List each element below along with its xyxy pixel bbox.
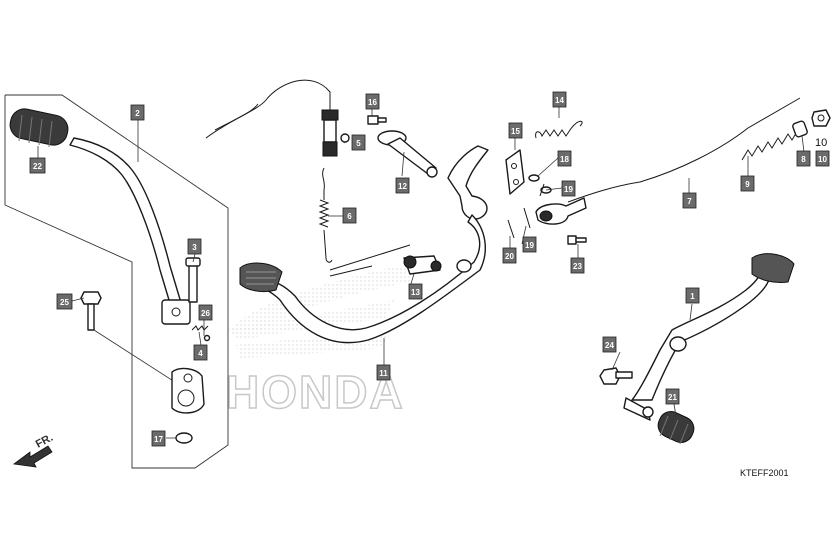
callout-12: 12 xyxy=(395,177,410,194)
svg-text:15: 15 xyxy=(511,127,520,136)
callout-13: 13 xyxy=(408,283,423,300)
svg-text:4: 4 xyxy=(198,349,203,358)
joint-8 xyxy=(792,120,808,138)
direction-label: FR. xyxy=(34,432,55,451)
nut-10 xyxy=(811,109,831,127)
callout-10: 10 xyxy=(815,150,830,167)
svg-text:19: 19 xyxy=(525,241,534,250)
joint-13 xyxy=(403,255,442,275)
svg-text:2: 2 xyxy=(135,109,140,118)
callout-14: 14 xyxy=(552,91,567,108)
spring-9 xyxy=(741,129,799,161)
callout-7: 7 xyxy=(682,192,697,209)
return-spring-6 xyxy=(318,167,333,263)
svg-text:19: 19 xyxy=(564,185,573,194)
svg-text:26: 26 xyxy=(201,309,210,318)
svg-text:3: 3 xyxy=(192,243,197,252)
svg-text:13: 13 xyxy=(411,288,420,297)
leader-25 xyxy=(93,329,179,385)
small-spring xyxy=(191,325,209,331)
callout-6: 6 xyxy=(342,207,357,224)
svg-text:24: 24 xyxy=(605,341,614,350)
callout-21: 21 xyxy=(665,388,680,405)
clip-17 xyxy=(175,432,193,444)
cotter-pin-19a xyxy=(539,183,545,197)
svg-text:18: 18 xyxy=(560,155,569,164)
svg-text:16: 16 xyxy=(368,98,377,107)
callout-23: 23 xyxy=(570,257,585,274)
brake-pedal-11 xyxy=(239,145,489,344)
left-assembly-frame xyxy=(4,94,229,469)
brake-rod-7 xyxy=(535,97,801,225)
svg-text:14: 14 xyxy=(555,96,564,105)
shift-arm-bolt xyxy=(80,291,102,331)
brake-pedal-1 xyxy=(623,253,795,421)
callout-9: 9 xyxy=(740,175,755,192)
plate-15 xyxy=(505,149,525,195)
small-bolt-16 xyxy=(367,115,387,125)
callout-2: 2 xyxy=(130,104,145,121)
gearshift-pedal-arm xyxy=(69,137,191,325)
svg-text:11: 11 xyxy=(379,369,388,378)
small-washer xyxy=(203,334,211,342)
pedal-rubber-grip xyxy=(9,108,69,148)
watermark-text: HONDA xyxy=(226,366,405,418)
washer-18 xyxy=(528,174,540,182)
svg-text:7: 7 xyxy=(687,197,692,206)
callout-3: 3 xyxy=(187,238,202,255)
callout-26: 26 xyxy=(198,304,213,321)
label-10-plain: 10 xyxy=(815,137,827,149)
svg-text:12: 12 xyxy=(398,182,407,191)
callout-19b: 19 xyxy=(522,236,537,253)
cotter-pin-19b xyxy=(523,207,531,229)
callout-24: 24 xyxy=(602,336,617,353)
pedal-rubber-21 xyxy=(657,411,695,445)
callout-19a: 19 xyxy=(561,180,576,197)
svg-text:22: 22 xyxy=(33,162,42,171)
callout-15: 15 xyxy=(508,122,523,139)
svg-text:5: 5 xyxy=(356,139,361,148)
callout-8: 8 xyxy=(796,150,811,167)
bolt-23 xyxy=(567,235,587,245)
svg-text:1: 1 xyxy=(690,292,695,301)
svg-text:17: 17 xyxy=(154,435,163,444)
svg-text:20: 20 xyxy=(505,252,514,261)
svg-text:10: 10 xyxy=(818,155,827,164)
front-arrow-icon xyxy=(12,445,53,468)
callout-20: 20 xyxy=(502,247,517,264)
spring-14 xyxy=(535,120,583,139)
callout-18: 18 xyxy=(557,150,572,167)
callout-22: 22 xyxy=(29,157,46,174)
callout-16: 16 xyxy=(365,93,380,110)
svg-text:6: 6 xyxy=(347,212,352,221)
svg-text:25: 25 xyxy=(60,298,69,307)
callout-4: 4 xyxy=(193,344,208,361)
diagram-code: KTEFF2001 xyxy=(740,468,789,478)
shift-arm-link xyxy=(171,367,205,414)
svg-text:9: 9 xyxy=(745,180,750,189)
bolt-24 xyxy=(599,367,633,385)
callout-11: 11 xyxy=(376,364,391,381)
svg-text:23: 23 xyxy=(573,262,582,271)
svg-text:8: 8 xyxy=(801,155,806,164)
front-direction-indicator: FR. xyxy=(12,432,55,468)
svg-text:21: 21 xyxy=(668,393,677,402)
callout-5: 5 xyxy=(351,134,366,151)
pin-20 xyxy=(507,219,515,239)
callout-1: 1 xyxy=(685,287,700,304)
callout-17: 17 xyxy=(151,430,166,447)
stop-switch-cable xyxy=(205,79,350,157)
callout-25: 25 xyxy=(56,293,73,310)
guide-lines xyxy=(329,244,411,277)
pivot-shaft xyxy=(377,130,438,178)
pivot-bolt xyxy=(185,257,201,303)
